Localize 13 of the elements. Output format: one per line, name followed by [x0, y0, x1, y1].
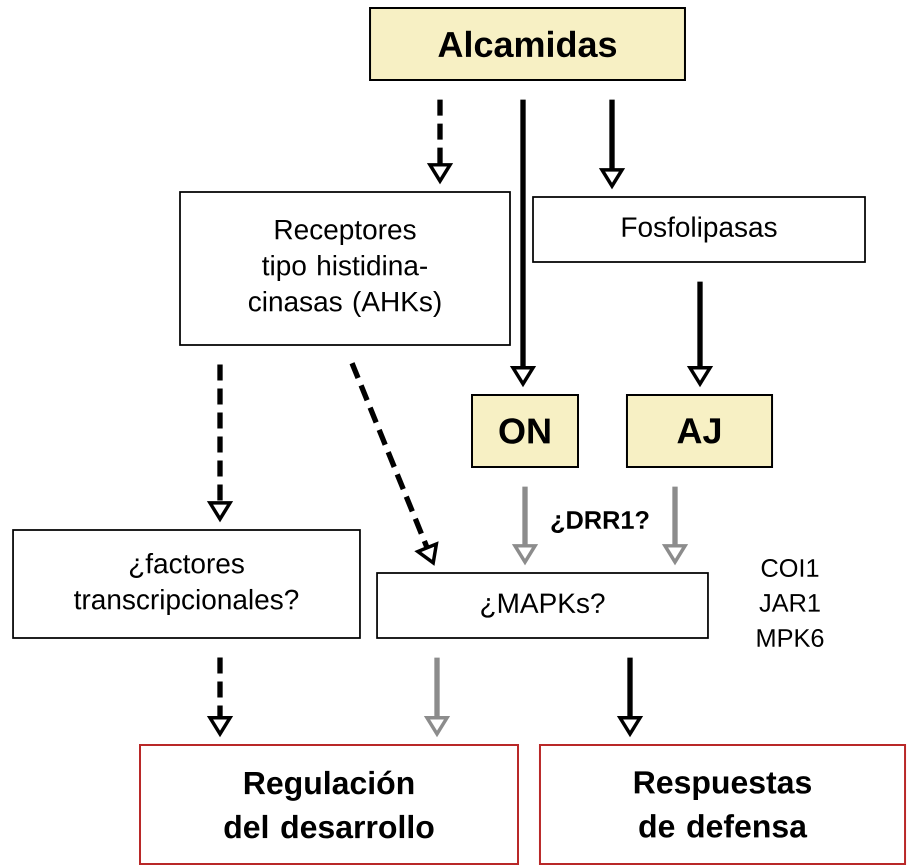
- process-box: Alcamidas: [369, 7, 686, 81]
- protein-label: JAR1: [759, 594, 820, 612]
- process-box: AJ: [626, 394, 774, 468]
- annotation-label: ¿DRR1?: [551, 511, 648, 533]
- process-box: ¿MAPKs?: [376, 572, 709, 639]
- protein-label: MPK6: [758, 629, 824, 647]
- process-box: ¿factores transcripcionales?: [12, 529, 361, 639]
- process-box: Receptores tipo histidina-cinasas (AHKs): [179, 191, 511, 346]
- outcome-box: Regulación del desarrollo: [139, 744, 519, 865]
- protein-label: COI1: [762, 559, 818, 577]
- process-box: ON: [471, 394, 579, 468]
- process-box: Fosfolipasas: [532, 196, 866, 263]
- outcome-box: Respuestas de defensa: [538, 744, 906, 865]
